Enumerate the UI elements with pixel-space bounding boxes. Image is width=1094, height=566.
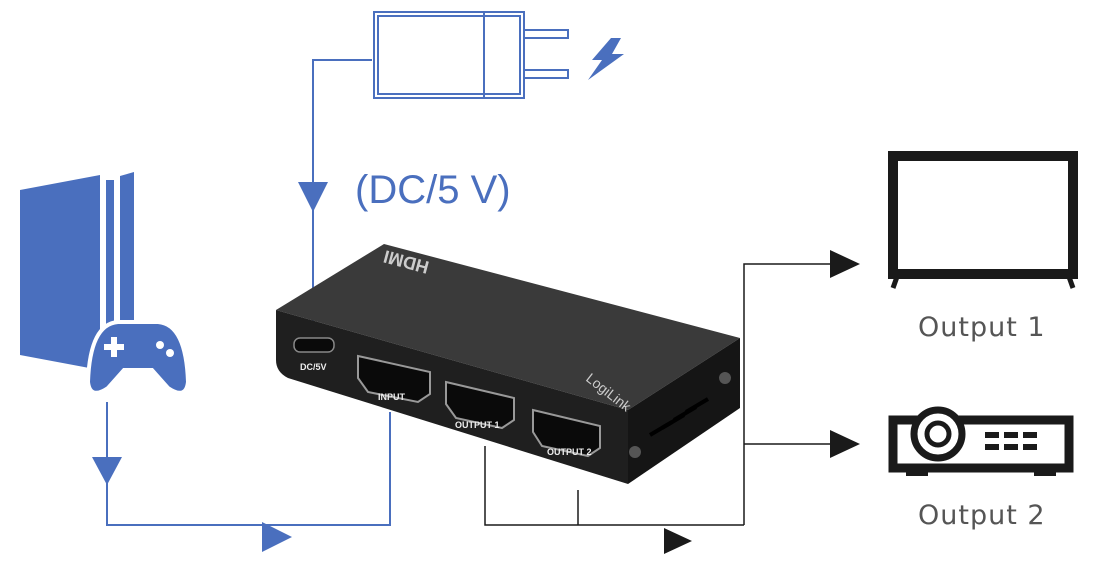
vent-slots [648, 397, 710, 437]
output2-arrow [830, 430, 860, 458]
power-arrow [298, 182, 328, 212]
tv-icon [888, 151, 1078, 289]
output2-port: OUTPUT 2 [532, 408, 601, 458]
input-port: INPUT [357, 354, 431, 404]
screw-side [719, 372, 731, 384]
output2-label: Output 2 [918, 500, 1046, 531]
projector-icon [888, 406, 1074, 476]
power-cable [312, 59, 372, 330]
input-arrow-down [92, 457, 122, 485]
output1-label: Output 1 [918, 312, 1046, 343]
output-cables [484, 263, 830, 526]
output1-arrow [830, 250, 860, 278]
hdmi-splitter: HDMI LogiLink DC/5V INPUT OUTPUT 1 OUTPU… [276, 244, 740, 484]
game-console-icon [20, 172, 134, 370]
input-port-label: INPUT [378, 392, 406, 402]
screw-front [629, 446, 641, 458]
device-top [276, 244, 740, 410]
input-cable [106, 402, 391, 526]
output2-port-label: OUTPUT 2 [547, 447, 592, 457]
input-arrow-right [262, 522, 292, 552]
output-arrow-bottom [664, 528, 692, 554]
dc-port: DC/5V [293, 337, 335, 372]
output1-port: OUTPUT 1 [445, 380, 515, 430]
power-spec-label: (DC/5 V) [355, 168, 511, 212]
lightning-icon [588, 38, 624, 80]
power-adapter-icon [373, 11, 569, 99]
device-side [628, 338, 740, 484]
dc-port-label: DC/5V [300, 362, 327, 372]
gamepad-icon [85, 320, 191, 395]
output1-port-label: OUTPUT 1 [455, 420, 500, 430]
